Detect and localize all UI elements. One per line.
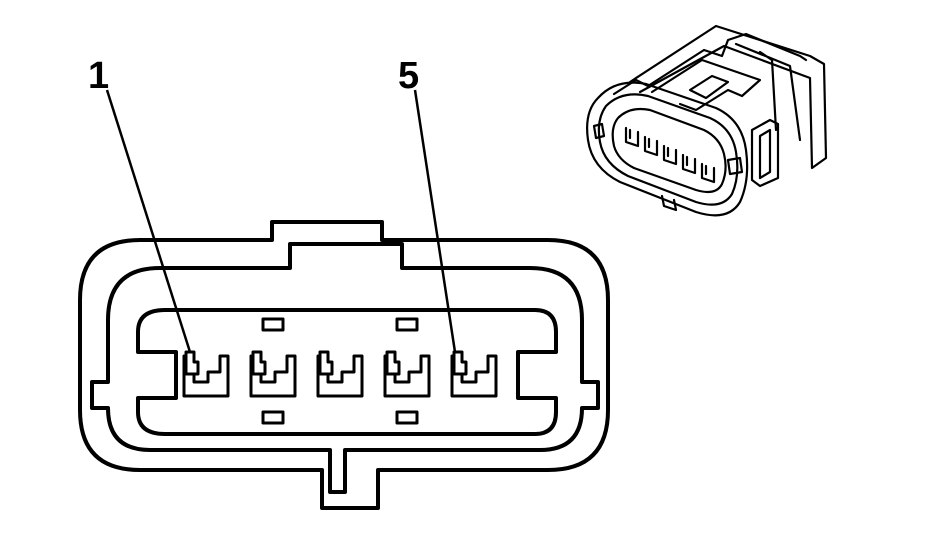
connector-perspective-view bbox=[586, 24, 828, 217]
perspective-ridge-line bbox=[734, 42, 802, 142]
terminal-5 bbox=[450, 350, 498, 398]
perspective-bottom-key bbox=[660, 194, 678, 212]
terminal-2 bbox=[249, 350, 297, 398]
perspective-terminal-4 bbox=[681, 153, 697, 175]
terminal-3 bbox=[316, 350, 364, 398]
connector-face-view: 1 5 bbox=[78, 55, 610, 510]
perspective-top-body bbox=[628, 24, 828, 170]
terminal-1 bbox=[182, 350, 230, 398]
perspective-terminal-5 bbox=[700, 162, 716, 184]
terminal-cavity bbox=[316, 354, 364, 398]
terminal-contact bbox=[452, 350, 468, 376]
index-slot-top-right bbox=[395, 317, 419, 332]
terminal-cavity bbox=[383, 354, 431, 398]
terminal-cavity bbox=[182, 354, 230, 398]
index-slot-bottom-right bbox=[395, 410, 419, 425]
leader-line-pin-1 bbox=[105, 89, 192, 353]
terminal-cavity bbox=[450, 354, 498, 398]
housing-outer-outline bbox=[78, 220, 610, 510]
perspective-terminal-3 bbox=[662, 144, 678, 166]
terminal-contact bbox=[184, 350, 200, 376]
perspective-top-rail bbox=[612, 32, 808, 96]
terminal-cavity bbox=[249, 354, 297, 398]
perspective-front-outer bbox=[586, 81, 749, 217]
perspective-terminals-group bbox=[624, 126, 716, 184]
perspective-latch bbox=[650, 58, 762, 112]
leader-line-pin-5 bbox=[413, 89, 457, 353]
pin-label-first: 1 bbox=[88, 55, 109, 97]
terminal-cavity-outline bbox=[136, 308, 558, 436]
index-slot-top-left bbox=[261, 317, 285, 332]
perspective-front-tab-right bbox=[726, 156, 744, 176]
perspective-latch-inner bbox=[688, 74, 730, 100]
perspective-terminal-1 bbox=[624, 126, 640, 148]
terminal-contact bbox=[385, 350, 401, 376]
housing-inner-outline bbox=[90, 242, 600, 494]
terminal-contact bbox=[318, 350, 334, 376]
terminal-contact bbox=[251, 350, 267, 376]
pin-label-last: 5 bbox=[398, 55, 419, 97]
perspective-front-inner-rim bbox=[597, 93, 739, 206]
perspective-terminal-2 bbox=[643, 135, 659, 157]
terminal-4 bbox=[383, 350, 431, 398]
index-slot-bottom-left bbox=[261, 410, 285, 425]
perspective-side-clip bbox=[750, 118, 780, 188]
perspective-front-cavity bbox=[611, 107, 727, 194]
perspective-side-clip-inner bbox=[758, 128, 772, 180]
terminals-group bbox=[182, 350, 498, 398]
perspective-front-tab-left bbox=[592, 122, 606, 140]
